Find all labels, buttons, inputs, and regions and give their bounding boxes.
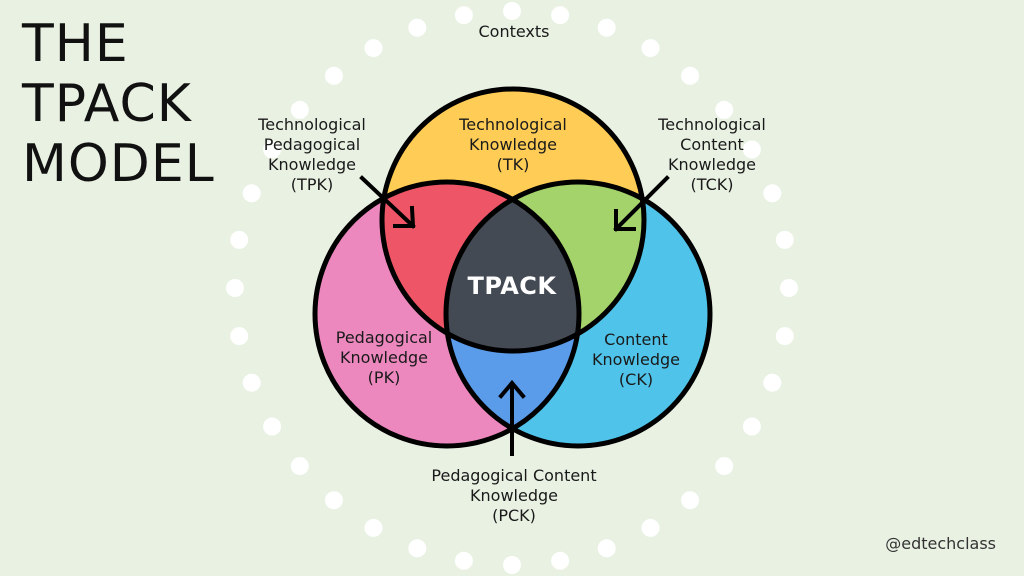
tck-callout-line: Knowledge — [668, 155, 756, 174]
context-dot — [715, 457, 734, 476]
tpk-callout-line: Pedagogical — [263, 135, 361, 154]
context-dot — [742, 140, 761, 159]
tck-callout-line: Content — [680, 135, 744, 154]
context-dot — [503, 556, 521, 574]
context-dot — [641, 39, 660, 58]
page-title: THE TPACK MODEL — [22, 14, 215, 194]
pck-arrow-icon — [498, 379, 526, 456]
tpk-callout: Technological Pedagogical Knowledge (TPK… — [258, 115, 366, 195]
context-dot — [454, 6, 473, 25]
context-dot — [503, 2, 521, 20]
context-dot — [263, 417, 282, 436]
tpk-callout-line: Knowledge — [268, 155, 356, 174]
contexts-label: Contexts — [478, 22, 550, 41]
context-dot — [681, 66, 700, 85]
context-dot — [763, 184, 782, 203]
context-dot — [763, 373, 782, 392]
title-line-2: TPACK — [22, 74, 192, 134]
context-dot — [324, 491, 343, 510]
context-dot — [742, 417, 761, 436]
tpk-arrow-icon — [359, 175, 416, 229]
context-dot — [364, 518, 383, 537]
tpk-callout-line: Technological — [258, 115, 366, 134]
context-dot — [324, 66, 343, 85]
context-dot — [454, 551, 473, 570]
context-dot — [681, 491, 700, 510]
ck-label-line: Content — [604, 330, 668, 349]
pck-callout: Pedagogical Content Knowledge (PCK) — [431, 466, 596, 526]
context-dot — [715, 100, 734, 119]
ck-label: Content Knowledge (CK) — [592, 330, 680, 390]
context-dot — [290, 100, 309, 119]
tck-callout: Technological Content Knowledge (TCK) — [658, 115, 766, 195]
pk-label-line: Knowledge — [340, 348, 428, 367]
context-dot — [230, 230, 249, 249]
tk-label-line: Knowledge — [469, 135, 557, 154]
context-dot — [364, 39, 383, 58]
title-line-1: THE — [22, 14, 129, 74]
context-dot — [408, 539, 427, 558]
context-dot — [597, 539, 616, 558]
ck-label-line: (CK) — [618, 370, 654, 389]
context-dot — [775, 230, 794, 249]
ck-label-line: Knowledge — [592, 350, 680, 369]
tk-outline — [379, 86, 647, 354]
pck-callout-line: Pedagogical Content — [431, 466, 597, 485]
context-dot — [780, 279, 798, 297]
tpk-callout-line: (TPK) — [290, 175, 334, 194]
pk-label-line: Pedagogical — [335, 328, 433, 347]
pk-label-line: (PK) — [367, 368, 401, 387]
tck-arrow-icon — [613, 175, 670, 232]
tk-label-line: Technological — [459, 115, 567, 134]
pck-callout-line: (PCK) — [492, 506, 536, 525]
context-dot — [597, 18, 616, 37]
tck-callout-line: Technological — [658, 115, 766, 134]
context-dot — [408, 18, 427, 37]
pck-callout-line: Knowledge — [470, 486, 558, 505]
context-dot — [551, 6, 570, 25]
pk-outline — [312, 179, 582, 449]
context-dot — [242, 373, 261, 392]
context-dots-ring — [226, 2, 798, 574]
tk-label-line: (TK) — [496, 155, 530, 174]
context-dot — [290, 457, 309, 476]
context-dot — [641, 518, 660, 537]
context-dot — [551, 551, 570, 570]
context-dot — [263, 140, 282, 159]
context-dot — [230, 327, 249, 346]
pk-label: Pedagogical Knowledge (PK) — [336, 328, 432, 388]
ck-outline — [443, 179, 713, 449]
title-line-3: MODEL — [22, 134, 215, 194]
context-dot — [242, 184, 261, 203]
context-dot — [775, 327, 794, 346]
context-dot — [226, 279, 244, 297]
tk-label: Technological Knowledge (TK) — [459, 115, 567, 175]
author-handle: @edtechclass — [885, 534, 996, 553]
tpack-center-label: TPACK — [467, 272, 557, 300]
tck-callout-line: (TCK) — [690, 175, 734, 194]
